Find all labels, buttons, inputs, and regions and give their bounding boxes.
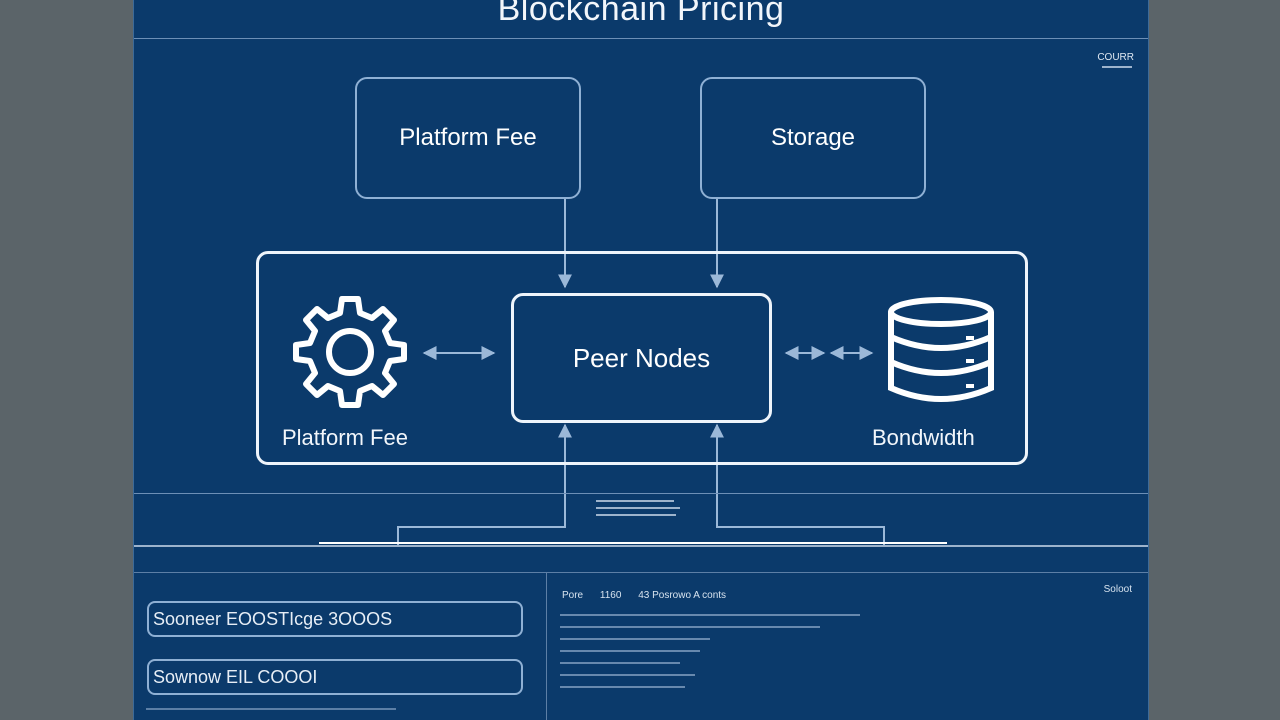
right-panel-text-lines	[560, 614, 860, 698]
right-panel-header-item: Pore	[562, 590, 584, 601]
section-divider	[134, 493, 1148, 494]
corner-label: COURR	[1097, 52, 1134, 63]
page-title: Blockchain Pricing	[497, 0, 785, 28]
pricing-field-1[interactable]: Sooneer EOOSTIcge 3OOOS	[147, 601, 523, 637]
right-panel-header: Pore 1160 43 Posrowo A conts	[562, 590, 740, 601]
right-panel-header-item: 43 Posrowo A conts	[638, 590, 727, 601]
corner-underline	[1102, 66, 1132, 68]
storage-node: Storage	[700, 77, 926, 199]
network-container	[256, 251, 1028, 465]
bandwidth-caption: Bondwidth	[872, 425, 975, 450]
pricing-field-2[interactable]: Sownow EIL COOOI	[147, 659, 523, 695]
diagram-canvas: Blockchain Pricing COURR Platform Fee St…	[133, 0, 1149, 720]
bottom-panel-divider	[134, 572, 1148, 573]
select-button[interactable]: Soloot	[1103, 584, 1132, 595]
database-icon	[888, 297, 994, 402]
platform-fee-node: Platform Fee	[355, 77, 581, 199]
mid-note-lines	[596, 500, 680, 516]
connector-bottom-left	[397, 423, 572, 545]
bottom-vertical-divider	[546, 572, 547, 720]
connector-bottom-right	[710, 423, 885, 545]
bottom-rule	[134, 545, 1148, 547]
gear-icon	[293, 296, 407, 408]
bottom-highlight-line	[319, 542, 947, 544]
peer-nodes-node: Peer Nodes	[511, 293, 772, 423]
right-panel-header-item: 1160	[599, 590, 622, 601]
connectors-layer	[397, 197, 885, 545]
footnote-line	[146, 708, 396, 710]
platform-fee-caption: Platform Fee	[282, 425, 408, 450]
header-divider	[134, 38, 1148, 39]
